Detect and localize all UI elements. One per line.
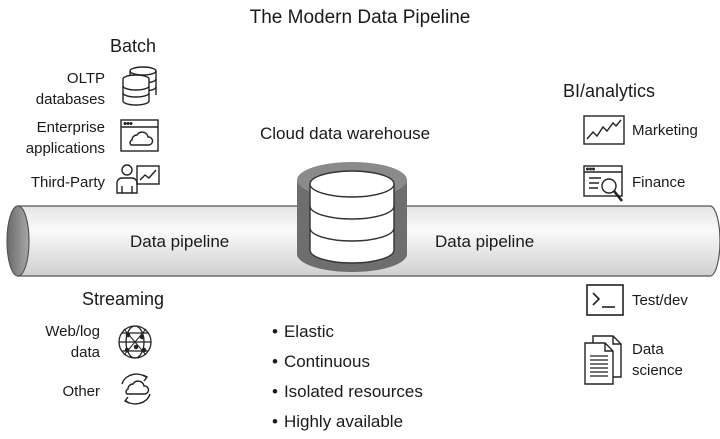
feature-item: Elastic [272, 319, 423, 349]
globe-network-icon [118, 325, 152, 359]
cloud-window-icon [120, 119, 159, 152]
warehouse-cylinder-icon [297, 162, 407, 272]
data-science-label: Data science [632, 341, 683, 379]
pipeline-right-label: Data pipeline [435, 232, 535, 251]
test-dev-label: Test/dev [632, 292, 688, 309]
bi-analytics-heading: BI/analytics [563, 81, 656, 101]
pipe-left-cap [6, 205, 30, 277]
pipeline-left-label: Data pipeline [130, 232, 230, 251]
oltp-databases-label: OLTP databases [35, 70, 105, 108]
marketing-label: Marketing [632, 122, 698, 139]
warehouse-heading: Cloud data warehouse [260, 124, 431, 143]
web-log-data-label: Web/log data [45, 323, 100, 361]
feature-item: Highly available [272, 409, 423, 439]
feature-item: Isolated resources [272, 379, 423, 409]
other-label: Other [62, 383, 100, 400]
feature-item: Continuous [272, 349, 423, 379]
line-chart-icon [583, 115, 625, 145]
third-party-label: Third-Party [30, 174, 105, 191]
cloud-sync-icon [121, 373, 151, 405]
person-chart-icon [116, 164, 160, 194]
streaming-heading: Streaming [82, 289, 165, 309]
diagram-title: The Modern Data Pipeline [249, 7, 471, 28]
magnifier-window-icon [583, 165, 624, 202]
batch-heading: Batch [110, 36, 157, 56]
finance-label: Finance [632, 174, 686, 191]
warehouse-features-list: Elastic Continuous Isolated resources Hi… [272, 319, 423, 439]
enterprise-applications-label: Enterprise applications [25, 119, 105, 157]
database-stack-icon [122, 66, 157, 106]
terminal-icon [586, 284, 624, 316]
documents-icon [584, 335, 622, 385]
